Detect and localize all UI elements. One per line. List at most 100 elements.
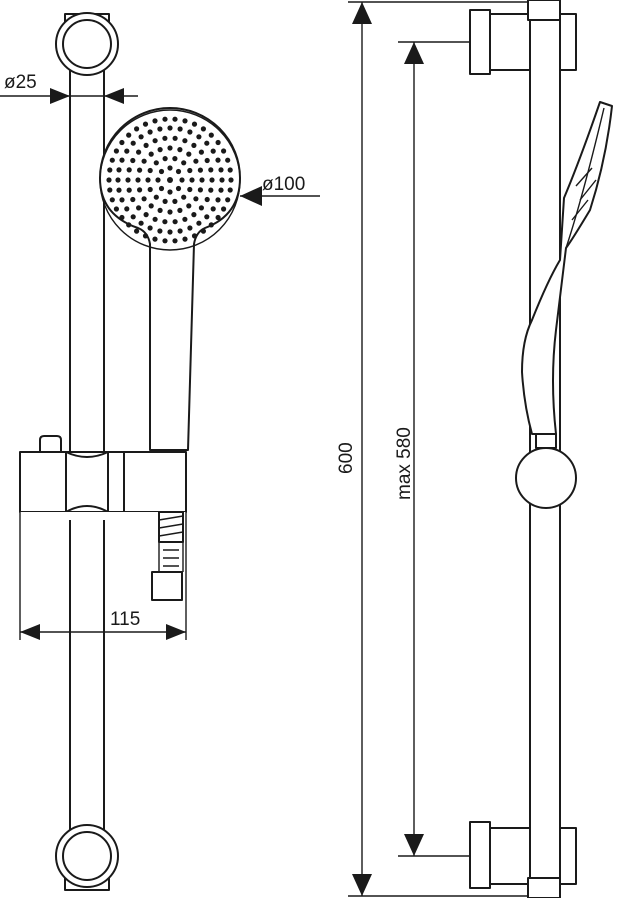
nozzle-dot [152, 236, 158, 242]
nozzle-dot [193, 196, 199, 202]
nozzle-dot [113, 148, 119, 154]
nozzle-dot [218, 167, 224, 173]
nozzle-dot [130, 157, 136, 164]
nozzle-dot [182, 216, 188, 222]
nozzle-dot [119, 157, 125, 163]
nozzle-dot [126, 187, 132, 193]
nozzle-dot [141, 196, 147, 202]
nozzle-dot [162, 198, 168, 204]
nozzle-dot [113, 206, 119, 212]
nozzle-dot [155, 177, 161, 183]
nozzle-dot [167, 177, 173, 183]
nozzle-dot [130, 140, 136, 146]
nozzle-dot [189, 177, 195, 183]
nozzle-dot [181, 194, 187, 200]
nozzle-dot [182, 118, 188, 124]
nozzle-dot [225, 157, 231, 163]
nozzle-dot [135, 177, 141, 183]
nozzle-dot [119, 214, 125, 221]
nozzle-dot [157, 228, 163, 234]
nozzle-dot [172, 219, 178, 225]
dimension-rail-diameter: ø25 [0, 72, 138, 104]
nozzle-dot [162, 156, 168, 162]
label-head-diameter: ø100 [262, 174, 305, 195]
nozzle-dot [116, 167, 122, 173]
label-total-height: 600 [336, 442, 357, 474]
hand-shower [99, 107, 241, 451]
nozzle-dot [119, 197, 125, 203]
nozzle-dot [136, 205, 142, 211]
nozzle-dot [187, 225, 193, 231]
nozzle-dot [197, 167, 203, 173]
side-top-bracket [469, 0, 577, 75]
nozzle-dot [225, 197, 231, 203]
front-view: ø25 ø100 115 [0, 12, 320, 891]
nozzle-dot [228, 177, 234, 183]
nozzle-dot [119, 139, 125, 146]
bottom-wall-bracket [55, 824, 119, 891]
nozzle-dot [208, 187, 214, 193]
nozzle-dot [116, 187, 122, 193]
nozzle-dot [153, 194, 159, 200]
nozzle-dot [200, 126, 206, 132]
nozzle-dot [187, 167, 193, 174]
dimension-total-height: 600 [336, 1, 560, 897]
nozzle-dot [177, 147, 183, 153]
nozzle-dot [148, 203, 154, 209]
nozzle-dot [186, 151, 192, 157]
nozzle-dot [198, 149, 204, 155]
slider-holder [19, 435, 187, 520]
nozzle-dot [167, 165, 173, 171]
nozzle-dot [215, 157, 221, 163]
nozzle-dot [227, 167, 233, 173]
nozzle-dot [167, 229, 173, 235]
nozzle-dot [179, 177, 185, 183]
nozzle-dot [147, 167, 153, 174]
nozzle-dot [107, 167, 113, 173]
dimension-head-diameter: ø100 [240, 174, 320, 206]
nozzle-dot [124, 206, 130, 212]
nozzle-dot [215, 197, 221, 203]
nozzle-dot [196, 134, 202, 140]
nozzle-dot [175, 185, 182, 192]
nozzle-dot [175, 168, 182, 175]
nozzle-dot [221, 148, 227, 154]
nozzle-dot [215, 214, 221, 221]
nozzle-dot [215, 139, 221, 146]
nozzle-dot [167, 189, 173, 195]
nozzle-dot [227, 187, 233, 193]
dimension-slider-width: 115 [19, 512, 187, 640]
side-hand-shower [521, 101, 613, 435]
nozzle-dot [125, 177, 131, 183]
nozzle-dot [172, 156, 178, 162]
nozzle-dot [130, 196, 136, 203]
nozzle-dot [147, 186, 153, 193]
nozzle-dot [193, 158, 199, 164]
nozzle-dot [204, 140, 210, 146]
nozzle-dot [208, 132, 214, 138]
top-wall-bracket [55, 12, 119, 76]
nozzle-dot [200, 228, 206, 234]
nozzle-dot [209, 177, 215, 183]
nozzle-dot [142, 233, 149, 239]
nozzle-dot [191, 142, 197, 148]
nozzle-dot [142, 121, 149, 127]
nozzle-dot [157, 147, 163, 153]
nozzle-dot [167, 125, 173, 131]
nozzle-dot [172, 116, 178, 122]
nozzle-dot [137, 167, 143, 173]
hose-connector [151, 511, 184, 601]
nozzle-dot [191, 121, 198, 127]
side-view: 600 max 580 [336, 0, 613, 898]
label-rail-diameter: ø25 [4, 72, 37, 93]
nozzle-dot [210, 148, 216, 154]
nozzle-dot [157, 126, 163, 132]
nozzle-dot [177, 207, 183, 213]
nozzle-dot [187, 129, 193, 135]
nozzle-dot [109, 157, 115, 163]
spray-nozzles [106, 116, 234, 244]
nozzle-dot [134, 228, 140, 234]
nozzle-dot [109, 197, 115, 203]
nozzle-dot [143, 212, 149, 218]
